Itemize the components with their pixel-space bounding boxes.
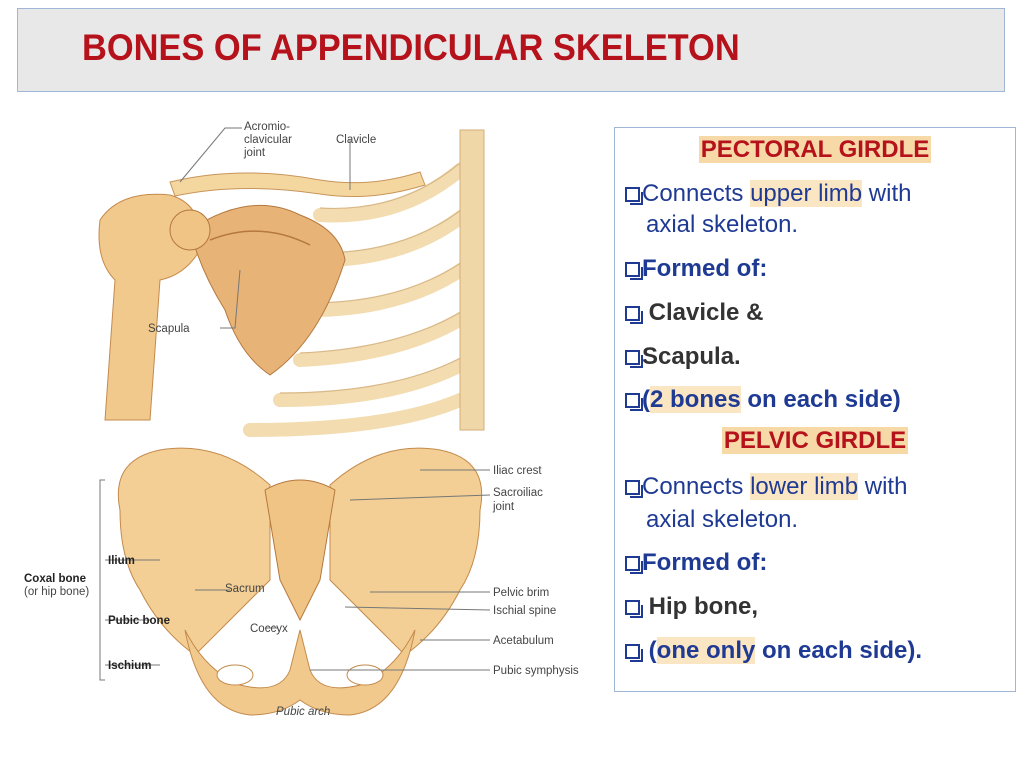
label-sacroiliac-1: Sacroiliac: [493, 487, 543, 499]
label-ilium: Ilium: [108, 555, 135, 567]
pectoral-formed-line: Formed of:: [625, 252, 1009, 285]
checkbox-bullet-icon: [625, 480, 643, 498]
label-sacrum: Sacrum: [225, 583, 265, 595]
label-ischium: Ischium: [108, 660, 151, 672]
label-acetabulum: Acetabulum: [493, 635, 554, 647]
page-title: BONES OF APPENDICULAR SKELETON: [82, 27, 740, 68]
label-clavicle: Clavicle: [336, 134, 376, 146]
pelvic-connects-line: Connects lower limb with: [625, 470, 1009, 503]
label-scapula: Scapula: [148, 323, 190, 335]
checkbox-bullet-icon: [625, 393, 643, 411]
checkbox-bullet-icon: [625, 187, 643, 205]
checkbox-bullet-icon: [625, 556, 643, 574]
label-pelvic-brim: Pelvic brim: [493, 587, 549, 599]
pelvic-heading: PELVIC GIRDLE: [721, 427, 909, 454]
label-sacroiliac-2: joint: [492, 501, 515, 513]
title-bar: BONES OF APPENDICULAR SKELETON: [17, 8, 1005, 92]
checkbox-bullet-icon: [625, 600, 643, 618]
pectoral-scapula-line: Scapula.: [625, 340, 1009, 373]
girdle-text-box: PECTORAL GIRDLE Connects upper limb with…: [614, 127, 1016, 692]
pectoral-heading: PECTORAL GIRDLE: [698, 136, 932, 163]
label-ischial-spine: Ischial spine: [493, 605, 556, 617]
label-coccyx: Coccyx: [250, 623, 288, 635]
pectoral-clavicle-line: Clavicle &: [625, 296, 1009, 329]
shoulder-illustration: Acromio- clavicular joint Clavicle Scapu…: [98, 121, 485, 437]
label-pubic-arch: Pubic arch: [276, 706, 330, 718]
checkbox-bullet-icon: [625, 350, 643, 368]
pelvic-formed-line: Formed of:: [625, 546, 1009, 579]
checkbox-bullet-icon: [625, 262, 643, 280]
label-acromio-1: Acromio-: [244, 121, 290, 133]
label-coxal-1: Coxal bone: [24, 573, 86, 585]
label-pubic-symphysis: Pubic symphysis: [493, 665, 579, 677]
pelvic-axial-line: axial skeleton.: [646, 506, 799, 533]
pelvic-hip-line: Hip bone,: [625, 590, 1009, 623]
pectoral-axial-line: axial skeleton.: [646, 211, 799, 238]
checkbox-bullet-icon: [625, 306, 643, 324]
label-pubic-bone: Pubic bone: [108, 615, 170, 627]
label-acromio-2: clavicular: [244, 134, 292, 146]
anatomy-illustration: Acromio- clavicular joint Clavicle Scapu…: [24, 121, 579, 718]
checkbox-bullet-icon: [625, 644, 643, 662]
label-coxal-2: (or hip bone): [24, 586, 89, 598]
pectoral-connects-line: Connects upper limb with: [625, 177, 1009, 210]
pectoral-bones-line: (2 bones on each side): [625, 383, 1009, 416]
label-iliac-crest: Iliac crest: [493, 465, 542, 477]
pelvis-illustration: Iliac crest Sacroiliac joint Ilium Coxal…: [24, 447, 579, 718]
pelvic-one-only-line: (one only on each side).: [625, 634, 1009, 667]
anatomy-figure: Acromio- clavicular joint Clavicle Scapu…: [20, 110, 590, 730]
label-acromio-3: joint: [243, 147, 266, 159]
